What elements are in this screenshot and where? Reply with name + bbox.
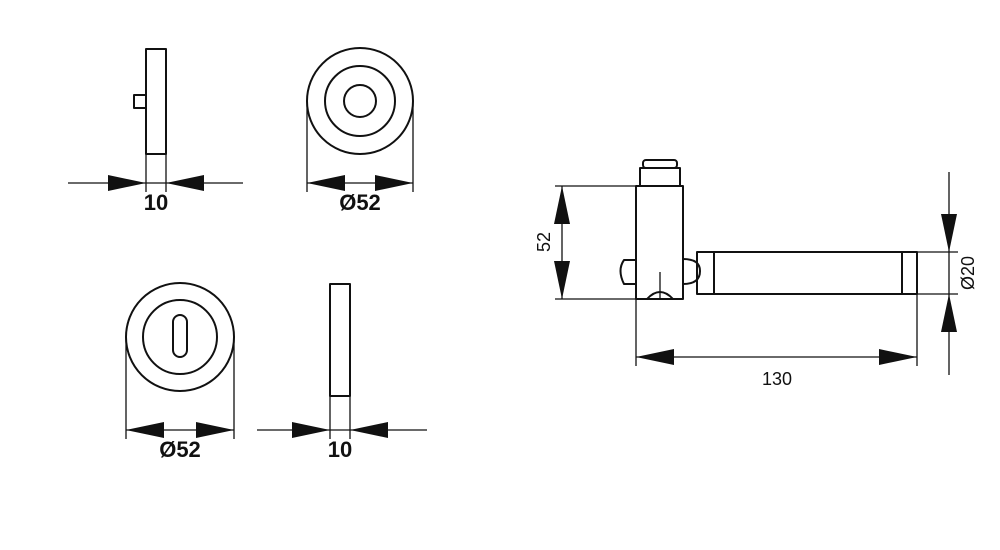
escutcheon-plate-side — [329, 283, 351, 397]
dimension-arrow — [196, 422, 234, 438]
rosette-plate-side — [145, 48, 167, 155]
dimension-arrow — [636, 349, 674, 365]
rosette-diameter-label: Ø52 — [339, 190, 381, 215]
escutcheon-thickness-label: 10 — [328, 437, 352, 462]
rosette-front-view: Ø52 — [306, 47, 414, 215]
dimension-arrow — [292, 422, 330, 438]
handle-height-label: 52 — [534, 232, 554, 252]
rosette-inner-circle — [343, 84, 377, 118]
dimension-arrow — [554, 261, 570, 299]
lever-grip — [696, 251, 918, 295]
dimension-arrow — [375, 175, 413, 191]
dimension-arrow — [554, 186, 570, 224]
dimension-arrow — [941, 214, 957, 252]
rosette-outer-circle — [306, 47, 414, 155]
grip-diameter-label: Ø20 — [958, 256, 978, 290]
escutcheon-side-view: 10 — [257, 283, 427, 462]
escutcheon-diameter-label: Ø52 — [159, 437, 201, 462]
keyhole-slot — [172, 314, 188, 358]
spindle-cap — [642, 159, 678, 169]
neck-base-arc — [646, 291, 674, 300]
dimension-arrow — [941, 294, 957, 332]
rosette-spindle-stub — [133, 94, 147, 109]
dimension-arrow — [108, 175, 146, 191]
escutcheon-inner-circle — [142, 299, 218, 375]
rosette-side-view: 10 — [68, 48, 243, 215]
spindle-top — [639, 167, 681, 187]
set-screw-stub — [619, 259, 636, 285]
dimension-arrow — [166, 175, 204, 191]
rosette-middle-circle — [324, 65, 396, 137]
escutcheon-front-view: Ø52 — [125, 282, 235, 462]
dimension-arrow — [879, 349, 917, 365]
handle-collar — [682, 258, 701, 285]
dimension-arrow — [350, 422, 388, 438]
lever-handle-view: 52 130 Ø20 — [534, 159, 978, 389]
dimension-arrow — [126, 422, 164, 438]
dimension-arrow — [307, 175, 345, 191]
handle-length-label: 130 — [762, 369, 792, 389]
rosette-thickness-label: 10 — [144, 190, 168, 215]
